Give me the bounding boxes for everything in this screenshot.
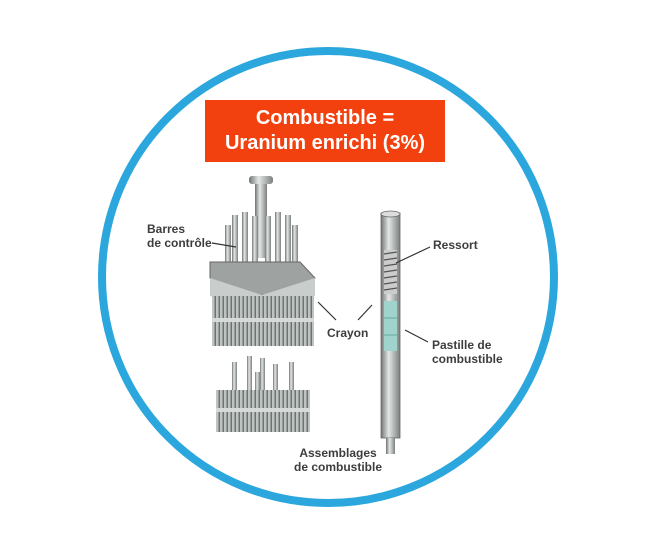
label-line: Pastille de [432, 338, 492, 352]
label-spring: Ressort [433, 238, 478, 252]
label-line: Assemblages [299, 446, 377, 460]
title-line-2: Uranium enrichi (3%) [224, 132, 426, 154]
blue-circle-frame [98, 47, 558, 507]
title-line-1: Combustible = [255, 107, 395, 129]
fuel-pellets [384, 301, 397, 351]
title-banner: Combustible = Uranium enrichi (3%) [205, 100, 445, 162]
fuel-rod [380, 210, 401, 454]
control-rod-assembly [209, 176, 316, 346]
label-line: de combustible [293, 460, 382, 474]
leader-lines [211, 242, 431, 343]
label-rod: Crayon [327, 326, 369, 340]
fuel-assembly [216, 356, 310, 432]
label-line: combustible [432, 352, 503, 366]
label-line: Barres [147, 222, 186, 236]
label-control-rods: Barres de contrôle [147, 222, 212, 250]
label-assemblies: Assemblages de combustible [288, 446, 388, 474]
label-line: de contrôle [147, 236, 212, 250]
label-pellet: Pastille de combustible [432, 338, 503, 366]
